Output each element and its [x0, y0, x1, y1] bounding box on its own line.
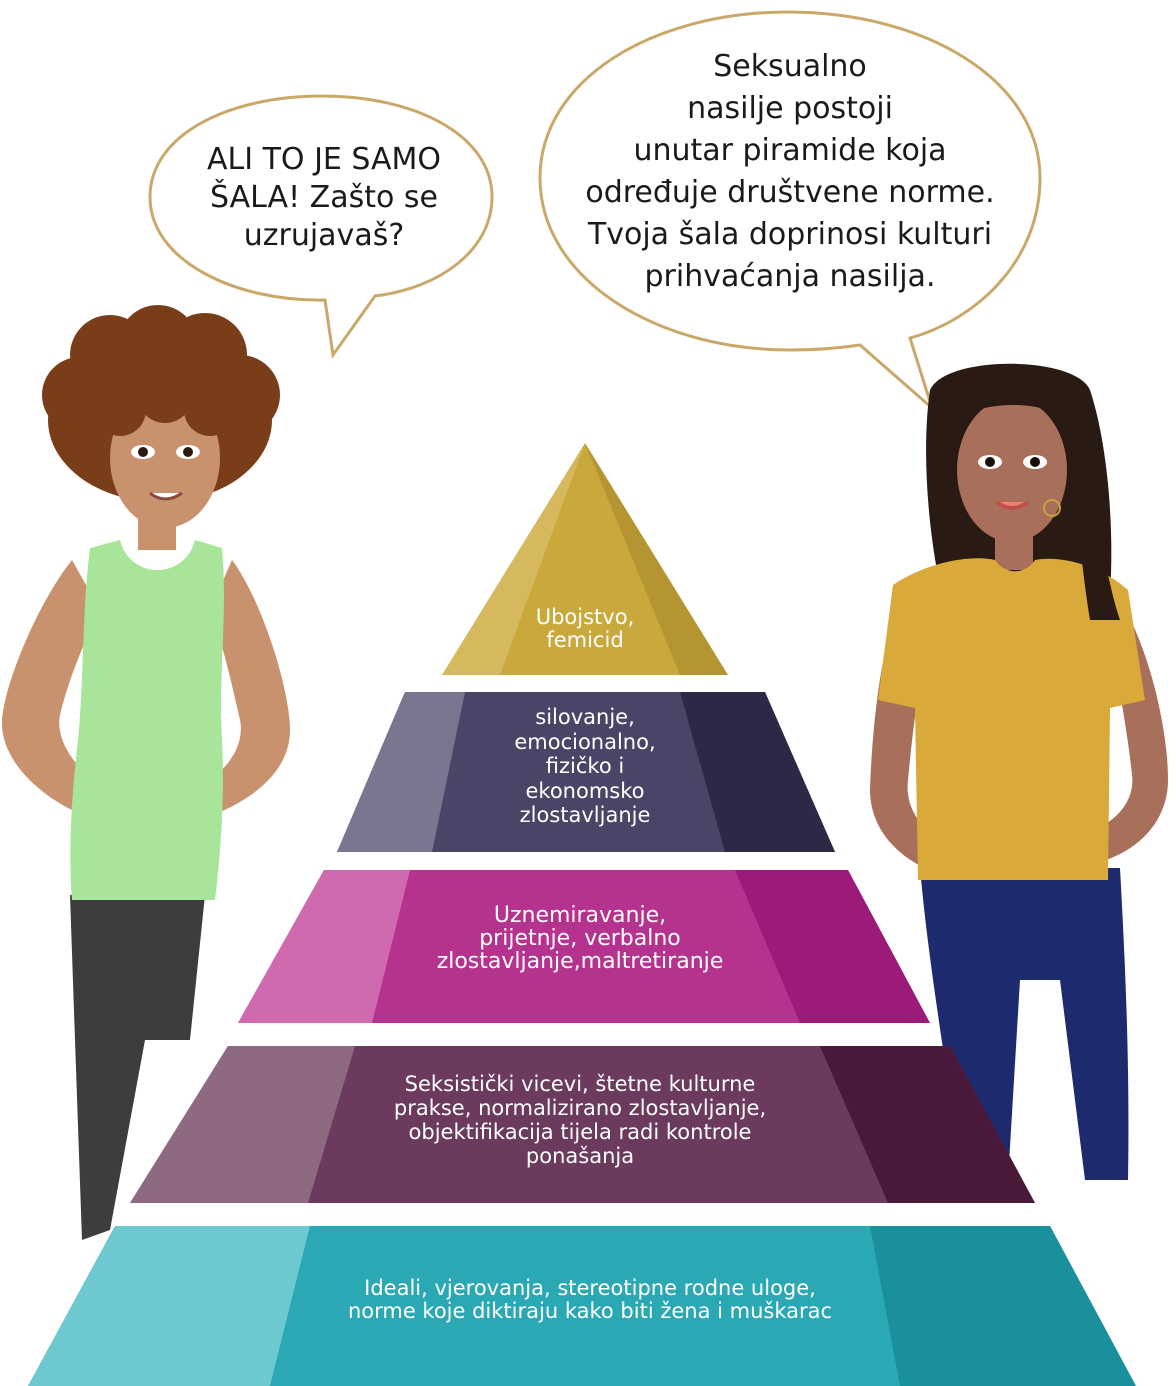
tier-label-line: Uznemiravanje,: [493, 903, 667, 928]
speech-bubble-left-text: ALI TO JE SAMO ŠALA! Zašto se uzrujavaš?: [168, 141, 480, 255]
tier-label-line: Ideali, vjerovanja, stereotipne rodne ul…: [364, 1276, 816, 1300]
speech-right-line: Tvoja šala doprinosi kulturi: [587, 217, 993, 252]
pyramid-tier-1-label: Ubojstvo, femicid: [470, 606, 700, 652]
tier-label-line: zlostavljanje: [519, 803, 651, 827]
left-pants: [70, 895, 205, 1240]
tier-label-line: Seksistički vicevi, štetne kulturne: [404, 1072, 756, 1096]
speech-bubble-right-shape: [538, 10, 1042, 413]
pyramid-tier-4: [130, 1046, 1035, 1203]
pyramid-tier-1: [442, 443, 728, 675]
speech-right-line: Seksualno: [713, 49, 867, 84]
pyramid-tier-5-label: Ideali, vjerovanja, stereotipne rodne ul…: [240, 1277, 940, 1323]
pyramid-tier-2: [337, 692, 835, 852]
speech-bubble-right: [538, 10, 1042, 413]
speech-right-line: prihvaćanja nasilja.: [644, 259, 936, 294]
tier-label-line: ekonomsko: [525, 778, 645, 803]
speech-right-line: nasilje postoji: [687, 91, 893, 126]
tier-label-line: silovanje,: [535, 705, 635, 729]
left-shirt: [70, 540, 224, 900]
tier-label-line: prijetnje, verbalno: [479, 926, 681, 951]
pyramid-tier-5: [28, 1226, 1136, 1386]
tier-label-line: fizičko i: [545, 754, 625, 778]
speech-bubble-left-shape: [148, 94, 494, 359]
tier-label-line: prakse, normalizirano zlostavljanje,: [393, 1096, 767, 1120]
pyramid-tier-2-label: silovanje, emocionalno, fizičko i ekonom…: [470, 705, 700, 828]
right-shirt: [878, 558, 1145, 880]
speech-left-line: ALI TO JE SAMO: [206, 142, 442, 177]
tier-label-line: ponašanja: [525, 1144, 635, 1168]
speech-right-line: određuje društvene norme.: [585, 175, 995, 210]
pyramid-tier-4-label: Seksistički vicevi, štetne kulturne prak…: [300, 1072, 860, 1168]
speech-bubble-left: [148, 94, 494, 359]
tier-label-line: Ubojstvo,: [535, 605, 635, 629]
tier-label-line: objektifikacija tijela radi kontrole: [408, 1120, 752, 1144]
pyramid-tier-3: [238, 870, 930, 1023]
left-arm-left: [1, 560, 109, 820]
right-face: [957, 398, 1067, 542]
pyramid: [28, 443, 1136, 1386]
person-left-illustration: [1, 305, 290, 1240]
tier-label-line: femicid: [546, 628, 624, 652]
speech-right-line: unutar piramide koja: [633, 133, 947, 168]
speech-bubble-right-text: Seksualno nasilje postoji unutar piramid…: [560, 46, 1020, 298]
tier-label-line: zlostavljanje,maltretiranje: [436, 949, 724, 974]
right-arm-right: [1090, 600, 1168, 862]
speech-left-line: ŠALA! Zašto se: [210, 180, 438, 215]
pyramid-tier-3-label: Uznemiravanje, prijetnje, verbalno zlost…: [330, 904, 830, 973]
speech-left-line: uzrujavaš?: [243, 218, 405, 253]
tier-label-line: emocionalno,: [514, 729, 656, 754]
tier-label-line: norme koje diktiraju kako biti žena i mu…: [347, 1299, 833, 1323]
